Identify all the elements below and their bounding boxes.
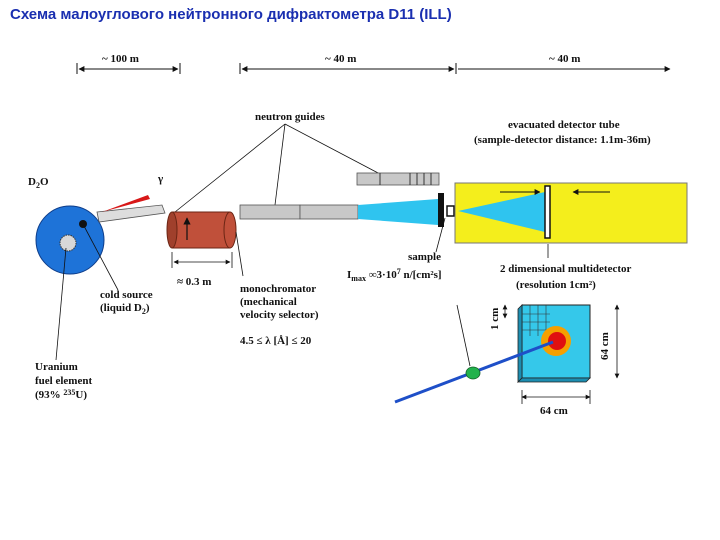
detector-face [517, 304, 591, 383]
cold-source [79, 220, 87, 228]
beam-tube [96, 204, 166, 223]
neutron-beam [358, 199, 438, 225]
dim-source-label: ~ 100 m [102, 53, 139, 65]
dim-detector-label: ~ 40 m [549, 53, 580, 65]
velocity-selector-label: velocity selector) [240, 309, 319, 321]
red-beam-arrow [102, 195, 150, 212]
beam-sample-point [465, 366, 481, 380]
mechanical-label: (mechanical [240, 296, 297, 308]
cell-size-label: 1 cm [489, 308, 501, 330]
neutron-guides-label: neutron guides [255, 111, 326, 123]
enrichment-label: (93% 235U) [35, 388, 87, 401]
cold-source-label: cold source [100, 289, 153, 301]
mono-dimension [171, 231, 244, 277]
cold-source-liquid-label: (liquid D2) [100, 302, 150, 316]
scatter-center [548, 332, 566, 350]
dim-guides-label: ~ 40 m [325, 53, 356, 65]
sample-holder [446, 205, 455, 217]
wavelength-label: 4.5 ≤ λ [Å] ≤ 20 [240, 335, 312, 347]
resolution-label: (resolution 1cm²) [516, 279, 596, 291]
detector-height-label: 64 cm [599, 332, 611, 360]
beam-guides [239, 204, 359, 220]
detector-dimensions [502, 304, 620, 404]
fuel-element-label: fuel element [35, 375, 92, 387]
detector-width-label: 64 cm [540, 405, 568, 417]
neutron-guides-pointers [174, 123, 381, 213]
fuel-element [59, 234, 77, 252]
page-title: Схема малоуглового нейтронного дифрактом… [10, 6, 452, 23]
detector-tube-label: evacuated detector tube [508, 119, 620, 131]
sample-slit [438, 193, 444, 227]
monochromator [166, 211, 237, 249]
multidetector-label: 2 dimensional multidetector [500, 263, 631, 275]
sample-label: sample [408, 251, 441, 263]
reactor-pointers [55, 225, 119, 361]
detector-distance-label: (sample-detector distance: 1.1m-36m) [474, 134, 651, 146]
uranium-label: Uranium [35, 361, 78, 373]
dimension-lines [76, 63, 671, 74]
monochromator-label: monochromator [240, 283, 316, 295]
mono-length-label: ≈ 0.3 m [177, 276, 211, 288]
d2o-label: D2O [28, 176, 49, 190]
upper-guide [356, 172, 440, 186]
sample-point-pointer [456, 304, 471, 367]
gamma-mark: γ [157, 173, 163, 185]
sample-pointer [435, 217, 446, 253]
tube-detector-plate [544, 185, 551, 239]
flux-label: Imax ∞3·107 n/[cm²s] [347, 267, 442, 283]
scattered-beam-cone [458, 192, 545, 232]
